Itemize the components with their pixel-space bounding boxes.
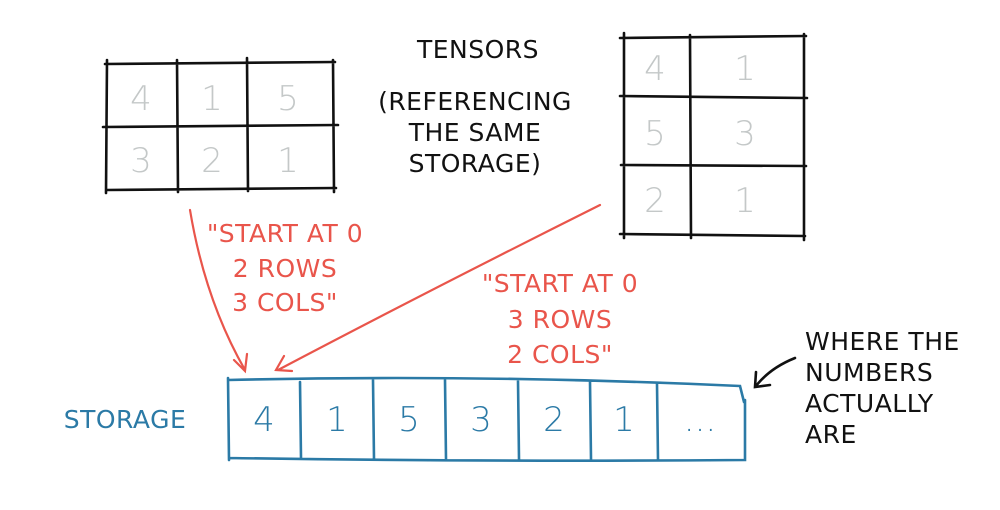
arrow-b bbox=[274, 203, 602, 373]
title-line: STORAGE) bbox=[409, 149, 542, 178]
tensor-b-cell: 1 bbox=[734, 181, 756, 221]
storage-cell: 1 bbox=[326, 400, 348, 440]
annotation-a: "START AT 0 2 ROWS 3 COLS" bbox=[207, 219, 363, 317]
note-line: NUMBERS bbox=[805, 358, 933, 387]
title: TENSORS (REFERENCING THE SAME STORAGE) bbox=[378, 35, 572, 178]
annotation-line: 3 ROWS bbox=[508, 305, 613, 334]
storage-cell: 1 bbox=[613, 400, 635, 440]
note-line: ARE bbox=[805, 420, 857, 449]
note-line: WHERE THE bbox=[805, 327, 960, 356]
storage-cell: ... bbox=[684, 400, 716, 440]
storage-label: STORAGE bbox=[64, 405, 187, 434]
storage-cell: 4 bbox=[253, 400, 275, 440]
storage-cell: 5 bbox=[398, 400, 420, 440]
arrow-a bbox=[188, 208, 249, 374]
note-arrow bbox=[753, 356, 797, 389]
tensor-2x3-grid: 4 1 5 3 2 1 bbox=[101, 56, 340, 195]
tensor-a-cell: 1 bbox=[277, 141, 299, 181]
title-line: (REFERENCING bbox=[378, 87, 572, 116]
title-line: TENSORS bbox=[416, 35, 539, 64]
annotation-line: "START AT 0 bbox=[482, 269, 638, 298]
tensor-a-cell: 5 bbox=[277, 79, 299, 119]
tensor-a-cell: 3 bbox=[130, 141, 152, 181]
tensor-b-cell: 3 bbox=[734, 114, 756, 154]
annotation-line: 3 COLS" bbox=[232, 288, 338, 317]
tensor-b-cell: 1 bbox=[734, 49, 756, 89]
tensor-a-cell: 1 bbox=[201, 79, 223, 119]
annotation-line: 2 COLS" bbox=[507, 340, 613, 369]
storage-cell: 2 bbox=[543, 400, 565, 440]
annotation-line: 2 ROWS bbox=[233, 254, 338, 283]
annotation-b: "START AT 0 3 ROWS 2 COLS" bbox=[482, 269, 638, 369]
storage-note: WHERE THE NUMBERS ACTUALLY ARE bbox=[805, 327, 960, 449]
storage-cell: 3 bbox=[470, 400, 492, 440]
note-line: ACTUALLY bbox=[805, 389, 934, 418]
tensor-b-cell: 2 bbox=[644, 181, 666, 221]
title-line: THE SAME bbox=[408, 118, 542, 147]
tensor-a-cell: 2 bbox=[201, 141, 223, 181]
tensor-b-cell: 5 bbox=[644, 114, 666, 154]
storage-strip: 4 1 5 3 2 1 ... bbox=[226, 376, 747, 462]
annotation-line: "START AT 0 bbox=[207, 219, 363, 248]
tensor-b-cell: 4 bbox=[644, 49, 666, 89]
tensor-3x2-grid: 4 1 5 3 2 1 bbox=[618, 31, 809, 242]
tensor-a-cell: 4 bbox=[130, 79, 152, 119]
